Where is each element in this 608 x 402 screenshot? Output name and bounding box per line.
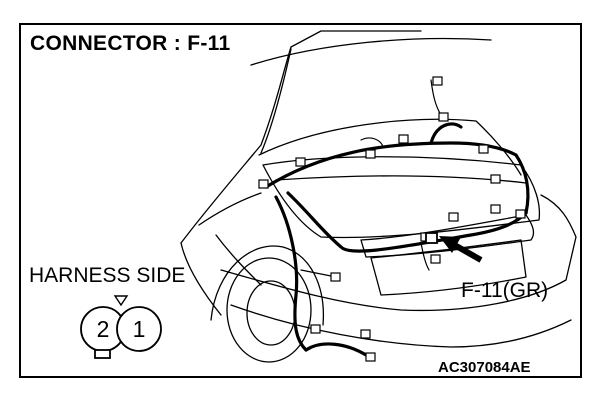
car-body-outline [180, 30, 422, 244]
connector-face-symbol [80, 295, 162, 359]
connector-callout-label: F-11(GR) [461, 279, 549, 302]
diagram-frame: 2 1 CONNECTOR : F-11 HARNESS SIDE F-11(G… [19, 23, 582, 378]
harness-side-label: HARNESS SIDE [29, 264, 186, 287]
connector-key-tab [94, 349, 111, 359]
license-recess [370, 239, 527, 296]
rear-quarter [215, 234, 262, 286]
diagram-title: CONNECTOR : F-11 [30, 32, 231, 55]
connector-lock-triangle [113, 295, 129, 307]
trunk-gap [275, 175, 527, 184]
f11-connector-shape [425, 232, 438, 244]
rear-wheel-arch [210, 245, 325, 326]
roof-line [250, 37, 492, 66]
c-pillar [260, 48, 292, 154]
pointer-arrow [439, 236, 483, 263]
figure-code: AC307084AE [438, 359, 531, 376]
trunk-lid [262, 156, 541, 239]
harness-connectors [258, 76, 526, 362]
vehicle-harness-drawing: 2 1 [80, 30, 577, 363]
connector-pin-1-circle [116, 306, 162, 352]
lower-bumper [230, 304, 572, 348]
connector-pin-2: 2 [97, 316, 110, 342]
rear-bumper [220, 194, 577, 312]
connector-pin-1: 1 [133, 316, 146, 342]
wiring-harness [264, 122, 530, 357]
tail-light [360, 214, 535, 258]
rear-wheel [226, 257, 312, 363]
body-side [180, 242, 222, 316]
body-contour [198, 192, 262, 226]
